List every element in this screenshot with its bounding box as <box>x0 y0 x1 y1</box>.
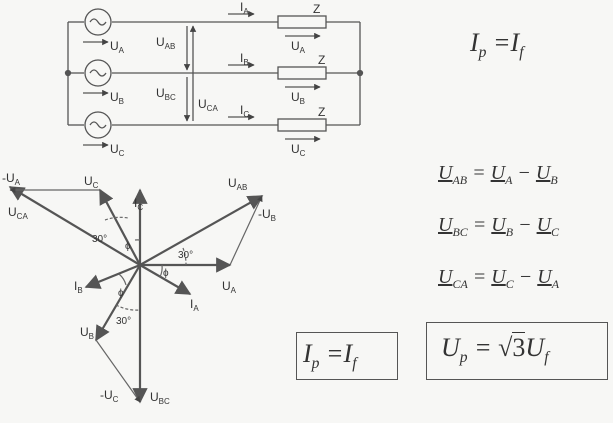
vec-ib <box>84 263 141 289</box>
phi-a: ϕ <box>163 268 169 279</box>
label-neg-ua: -UA <box>2 171 21 187</box>
angle-30-bottom: 30° <box>116 316 131 327</box>
vec-neg-uc <box>95 339 141 403</box>
label-uc: UC <box>110 142 125 158</box>
load-b <box>277 66 327 80</box>
label-ic: IC <box>240 103 249 119</box>
label-ic-vec: IC <box>134 196 143 212</box>
label-ub: UB <box>110 90 124 106</box>
circuit-labels: UA UB UC IA IB IC Z Z Z UA UB UC UAB UBC… <box>110 0 325 158</box>
arc-30-top <box>104 216 129 221</box>
label-ubc: UBC <box>156 86 176 102</box>
label-neg-ub: -UB <box>258 207 276 223</box>
vec-uab <box>139 195 264 266</box>
source-b <box>84 59 112 87</box>
formula-uca: UCA = UC − UA <box>438 266 560 291</box>
boxed-voltage-text: Up = √3Uf <box>441 332 549 367</box>
label-za: Z <box>313 2 320 16</box>
boxed-voltage-formula: Up = √3Uf <box>426 322 608 380</box>
source-b-wave <box>89 69 107 77</box>
phasor-diagram <box>8 186 264 404</box>
node-right-b <box>356 69 364 77</box>
label-ua-vec: UA <box>222 279 237 295</box>
arc-phi-b <box>118 273 127 286</box>
label-ubc-vec: UBC <box>150 390 170 406</box>
vec-neg-ub <box>229 195 263 266</box>
vec-uca <box>8 186 141 266</box>
formula-ubc: UBC = UB − UC <box>438 214 560 239</box>
load-a <box>277 15 327 29</box>
phasor-labels: -UA UC IC UAB -UB UCA IB UA IA UB -UC UB… <box>2 171 276 406</box>
formula-current-top: Ip =If <box>470 28 524 62</box>
label-ib: IB <box>240 51 249 67</box>
source-a <box>84 8 112 36</box>
label-zb: Z <box>318 53 325 67</box>
load-c <box>277 118 327 132</box>
source-a-wave <box>89 18 107 26</box>
label-load-uc: UC <box>291 142 306 158</box>
phi-c: ϕ <box>125 241 131 252</box>
arc-30-right <box>182 247 187 266</box>
label-load-ub: UB <box>291 90 305 106</box>
vec-ia <box>139 264 192 295</box>
phi-b: ϕ <box>118 288 124 299</box>
angle-30-right: 30° <box>178 250 193 261</box>
label-uca: UCA <box>198 97 218 113</box>
label-ub-vec: UB <box>80 325 94 341</box>
circuit <box>64 8 364 149</box>
label-uab: UAB <box>156 35 175 51</box>
boxed-current-text: Ip =If <box>303 339 357 373</box>
angle-30-top: 30° <box>92 234 107 245</box>
vec-ub <box>95 264 141 342</box>
label-ua: UA <box>110 39 125 55</box>
source-c-wave <box>89 121 107 129</box>
label-uab-vec: UAB <box>228 176 247 192</box>
phasor-construction <box>9 187 263 403</box>
boxed-current-formula: Ip =If <box>296 332 398 380</box>
label-ia: IA <box>240 0 249 16</box>
node-left-b <box>64 69 72 77</box>
source-c <box>84 111 112 139</box>
label-load-ua: UA <box>291 39 306 55</box>
vec-uc <box>99 188 141 266</box>
label-ia-vec: IA <box>190 297 199 313</box>
arc-phi-a <box>159 264 163 278</box>
label-zc: Z <box>318 105 325 119</box>
label-uca-vec: UCA <box>8 205 28 221</box>
arc-30-bottom <box>115 304 141 311</box>
label-neg-uc: -UC <box>100 388 119 404</box>
label-uc-vec: UC <box>84 174 99 190</box>
formula-uab: UAB = UA − UB <box>438 162 558 187</box>
label-ib-vec: IB <box>74 279 83 295</box>
